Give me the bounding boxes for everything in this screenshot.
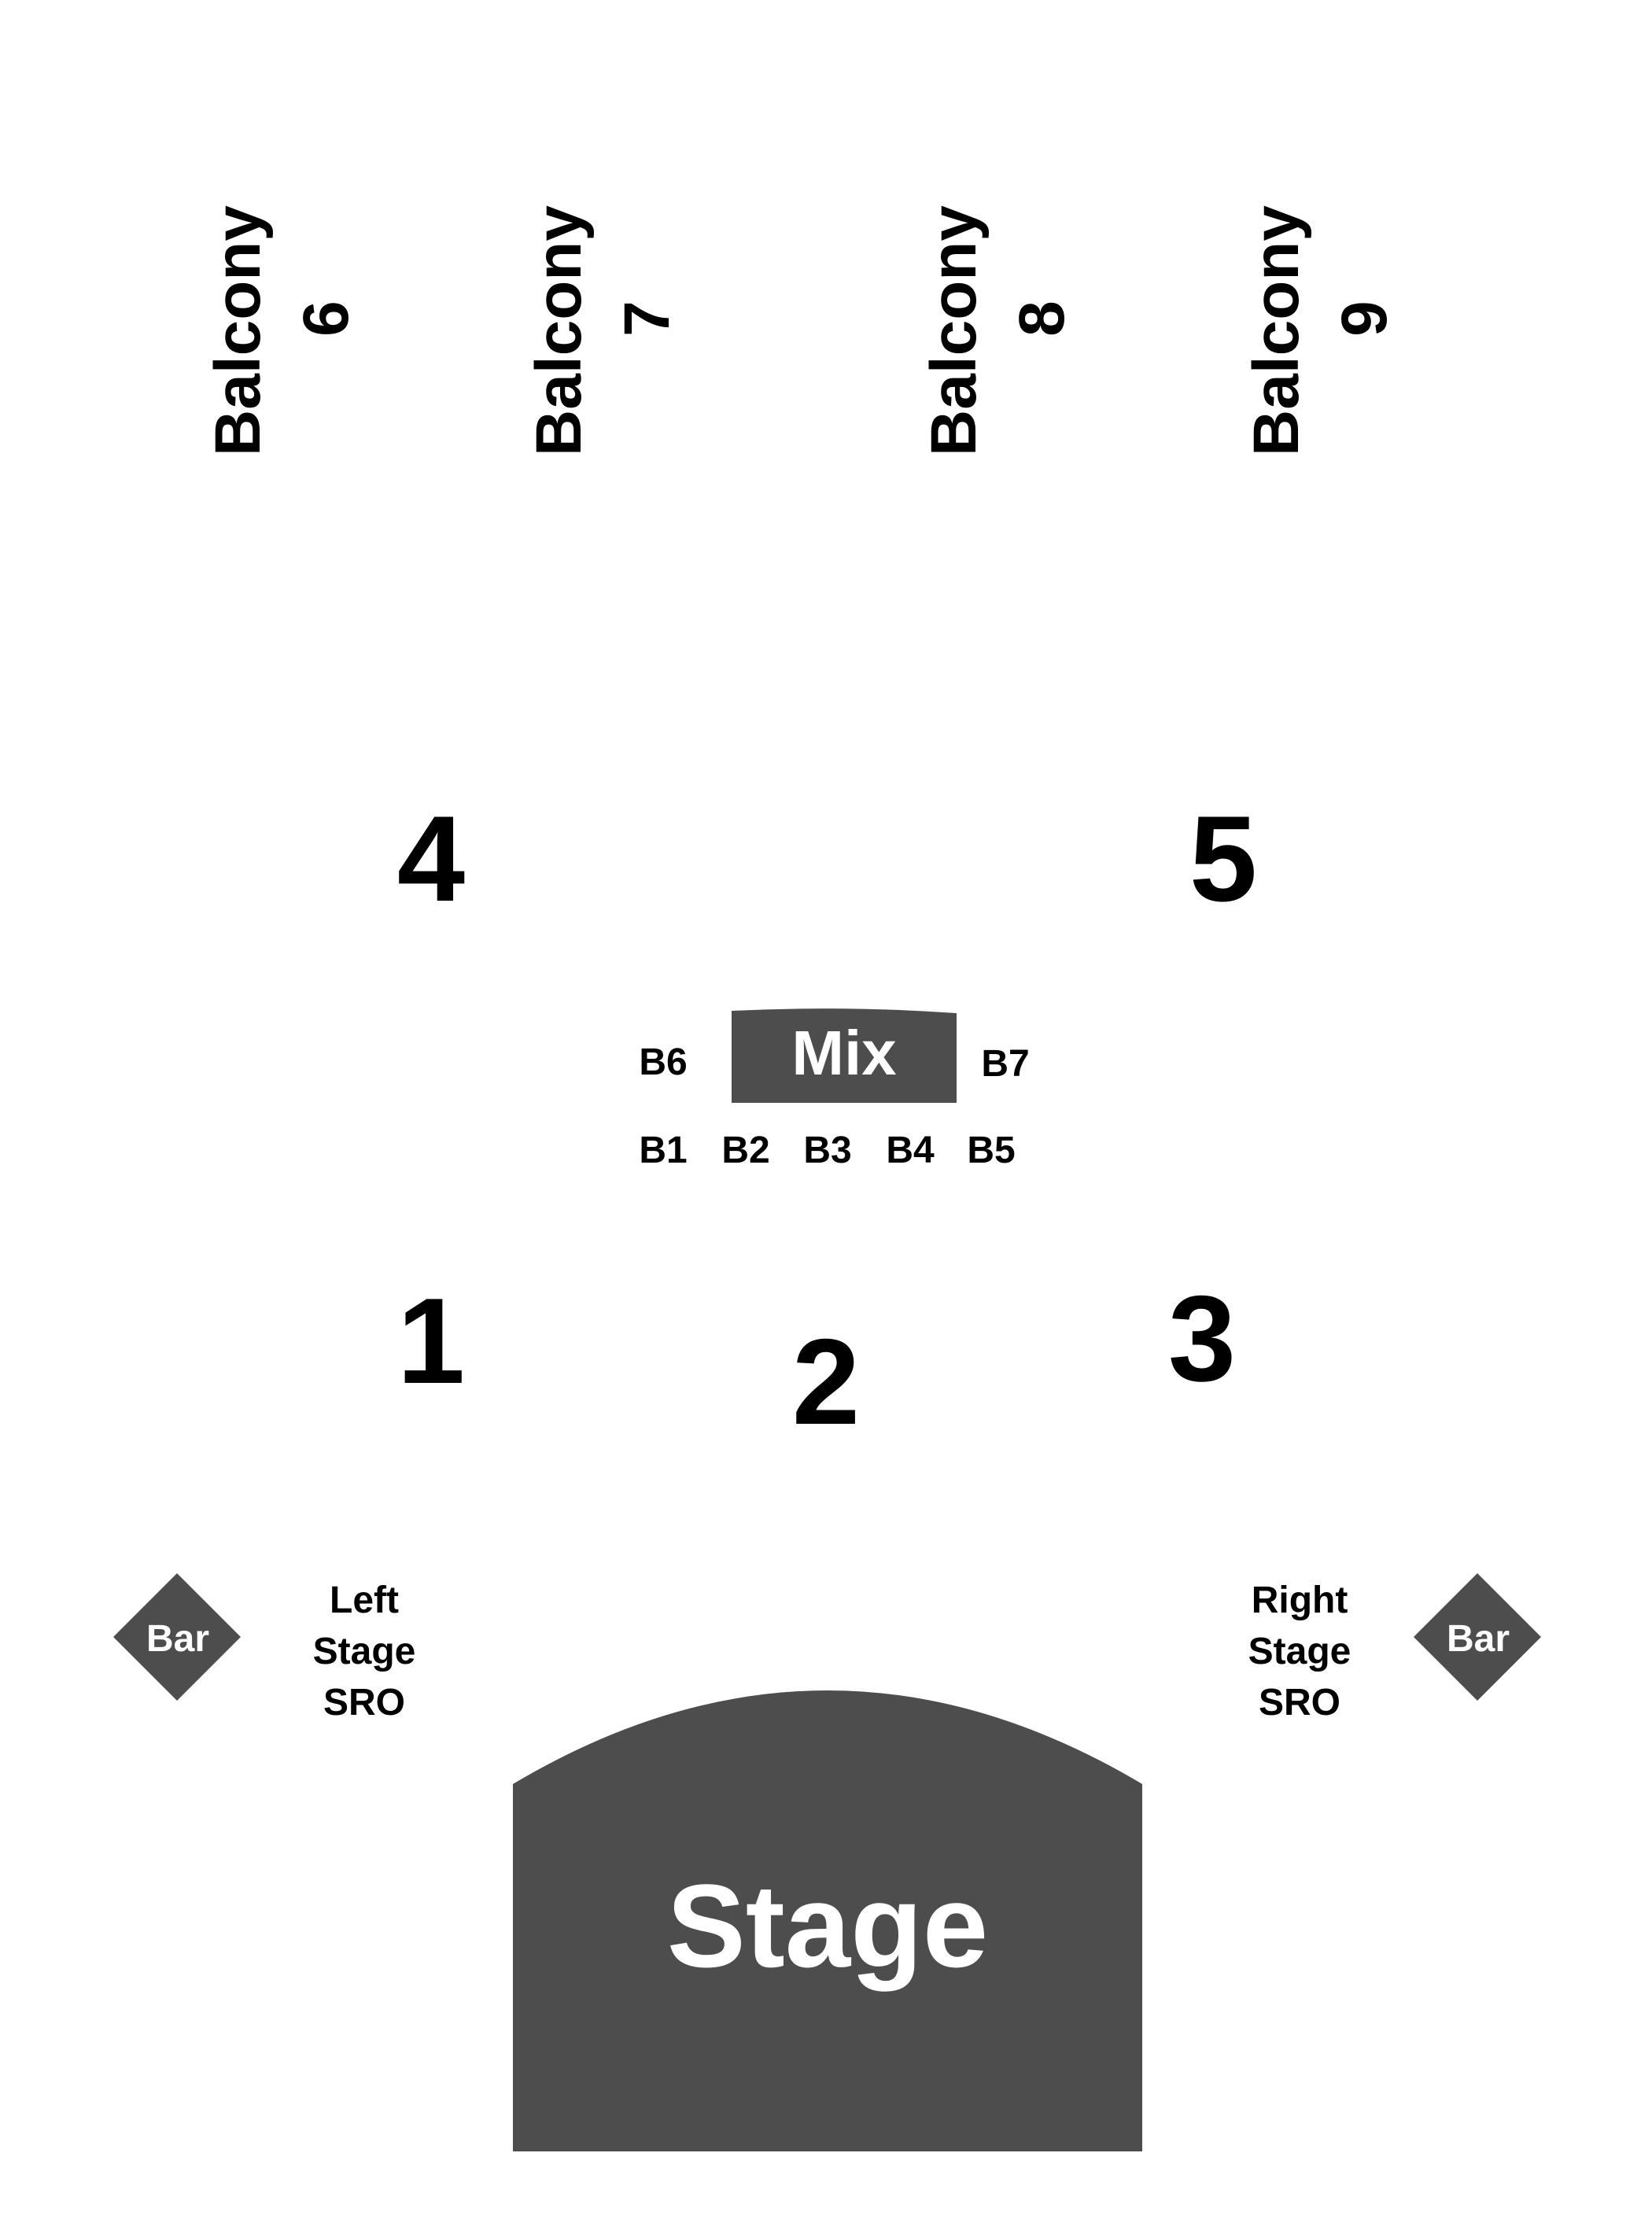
balcony-7[interactable]: Balcony 7 — [523, 205, 683, 456]
left-stage-sro[interactable]: Left Stage SRO — [313, 1580, 416, 1723]
mix-label: Mix — [791, 1018, 896, 1088]
section-5[interactable]: 5 — [1189, 791, 1257, 927]
bar-right-label: Bar — [1447, 1618, 1510, 1660]
left-sro-line3: SRO — [323, 1682, 405, 1723]
mix-position[interactable]: Mix — [732, 1008, 957, 1103]
box-b3[interactable]: B3 — [803, 1130, 851, 1171]
right-sro-line2: Stage — [1248, 1631, 1351, 1672]
bar-right[interactable]: Bar — [1414, 1573, 1541, 1701]
bar-left-diamond — [113, 1573, 241, 1701]
box-b4[interactable]: B4 — [886, 1130, 935, 1171]
balcony-6-word: Balcony — [202, 205, 274, 456]
section-3[interactable]: 3 — [1168, 1270, 1236, 1406]
mix-block — [732, 1008, 957, 1103]
balcony-6[interactable]: Balcony 6 — [202, 205, 362, 456]
box-b2[interactable]: B2 — [721, 1130, 769, 1171]
left-sro-line2: Stage — [313, 1631, 416, 1672]
section-1[interactable]: 1 — [397, 1273, 465, 1409]
bar-right-diamond — [1414, 1573, 1541, 1701]
balcony-7-word: Balcony — [523, 205, 595, 456]
right-stage-sro[interactable]: Right Stage SRO — [1248, 1580, 1351, 1723]
stage-block — [513, 1690, 1142, 2151]
bar-left[interactable]: Bar — [113, 1573, 241, 1701]
box-b1[interactable]: B1 — [639, 1130, 687, 1171]
left-sro-line1: Left — [330, 1580, 399, 1621]
right-sro-line1: Right — [1252, 1580, 1348, 1621]
balcony-8-word: Balcony — [918, 205, 990, 456]
balcony-9-word: Balcony — [1241, 205, 1312, 456]
section-4[interactable]: 4 — [397, 791, 465, 927]
balcony-8[interactable]: Balcony 8 — [918, 205, 1078, 456]
stage-label: Stage — [667, 1860, 988, 1992]
box-b5[interactable]: B5 — [967, 1130, 1015, 1171]
balcony-9-number: 9 — [1329, 300, 1400, 337]
right-sro-line3: SRO — [1259, 1682, 1340, 1723]
stage: Stage — [513, 1690, 1142, 2151]
section-2[interactable]: 2 — [792, 1314, 860, 1450]
balcony-9[interactable]: Balcony 9 — [1241, 205, 1400, 456]
box-b6[interactable]: B6 — [639, 1041, 687, 1083]
balcony-6-number: 6 — [290, 300, 362, 337]
balcony-8-number: 8 — [1006, 300, 1078, 337]
balcony-7-number: 7 — [611, 300, 683, 337]
bar-left-label: Bar — [146, 1618, 209, 1660]
box-b7[interactable]: B7 — [981, 1043, 1029, 1085]
